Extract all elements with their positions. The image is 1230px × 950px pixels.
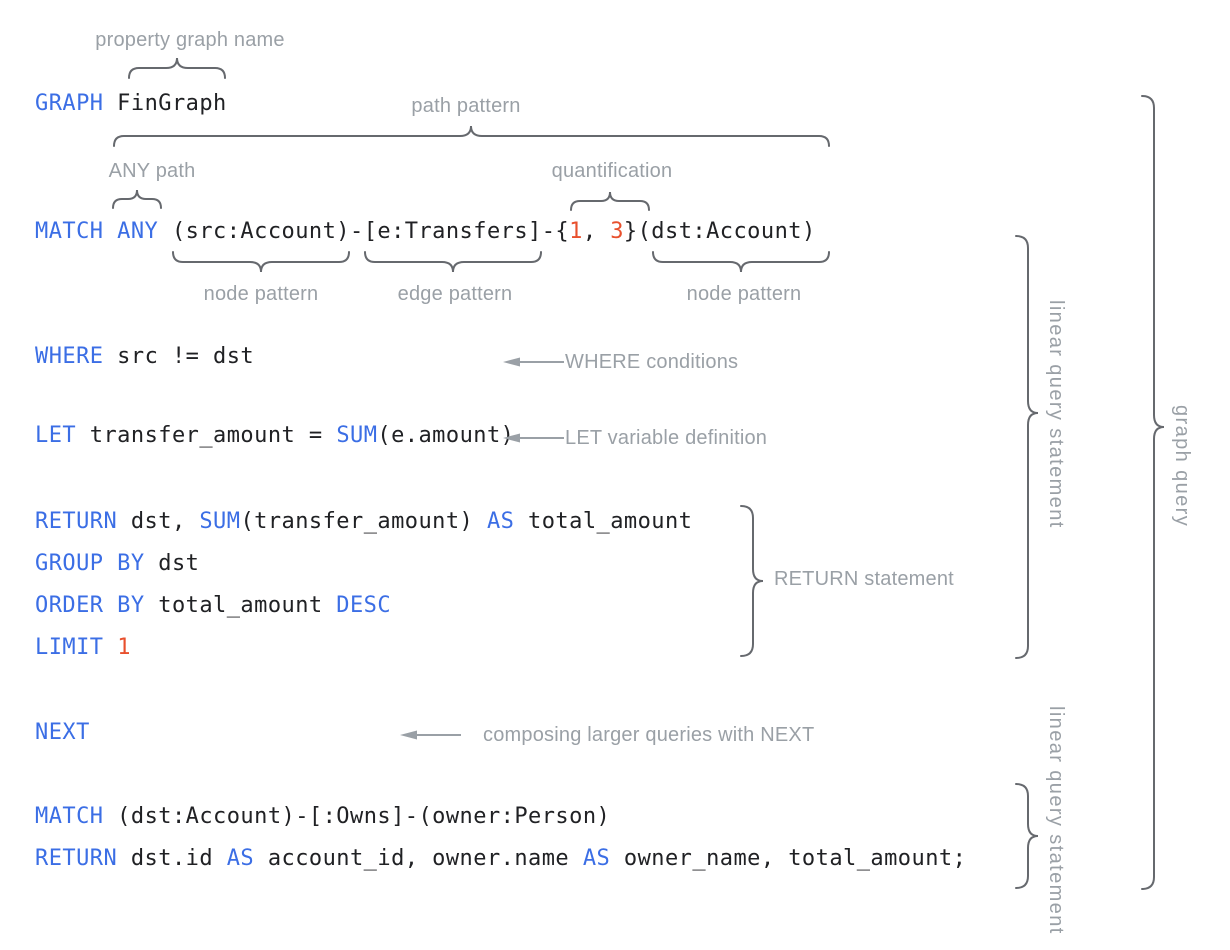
label-edge-pattern: edge pattern — [397, 283, 513, 305]
label-linear-query-statement-top: linear query statement — [1045, 300, 1067, 529]
path-pattern-overbrace — [113, 125, 830, 147]
quantification-overbrace — [570, 191, 650, 211]
code-line-let: LET transfer_amount = SUM(e.amount) — [35, 423, 514, 449]
let-pointer-arrow-icon — [503, 433, 564, 443]
code-token: total_amount — [144, 593, 337, 618]
code-line-return: RETURN dst, SUM(transfer_amount) AS tota… — [35, 509, 692, 535]
code-line-return-final: RETURN dst.id AS account_id, owner.name … — [35, 846, 966, 872]
code-line-where: WHERE src != dst — [35, 344, 254, 370]
code-token: ORDER BY — [35, 593, 145, 618]
code-token: NEXT — [35, 720, 90, 745]
code-token: RETURN — [35, 509, 118, 534]
edge-pattern-underbrace — [364, 251, 542, 273]
code-token: dst — [144, 551, 200, 576]
code-token: AS — [486, 509, 515, 534]
code-token: account_id, owner.name — [254, 846, 583, 871]
code-token: owner_name, total_amount; — [610, 846, 967, 871]
code-token: AS — [582, 846, 611, 871]
node-pattern-left-underbrace — [172, 251, 350, 273]
code-token: RETURN — [35, 846, 118, 871]
code-token: GROUP BY — [35, 551, 145, 576]
next-pointer-arrow-icon — [400, 730, 461, 740]
where-pointer-arrow-icon — [503, 357, 564, 367]
label-node-pattern-left: node pattern — [203, 283, 319, 305]
code-token: LET — [35, 423, 77, 448]
code-token: 1 — [117, 635, 131, 660]
any-path-overbrace — [112, 189, 162, 209]
code-token: MATCH ANY — [35, 219, 159, 244]
linear-query-statement-brace-top — [1015, 235, 1039, 659]
code-token: (dst:Account)-[:Owns]-(owner:Person) — [103, 804, 611, 829]
code-token: WHERE — [35, 344, 104, 369]
label-next-composition: composing larger queries with NEXT — [483, 724, 815, 746]
code-token: GRAPH — [35, 91, 104, 116]
label-where-conditions: WHERE conditions — [565, 351, 739, 373]
code-token: 3 — [610, 219, 624, 244]
code-line-group-by: GROUP BY dst — [35, 551, 199, 577]
code-line-graph: GRAPH FinGraph — [35, 91, 227, 117]
code-token: src != dst — [103, 344, 255, 369]
code-token: }(dst:Account) — [623, 219, 816, 244]
label-let-definition: LET variable definition — [565, 427, 768, 449]
code-token: DESC — [336, 593, 392, 618]
code-token — [103, 635, 117, 660]
code-token: AS — [226, 846, 255, 871]
code-token: 1 — [569, 219, 583, 244]
label-node-pattern-right: node pattern — [686, 283, 802, 305]
code-line-next: NEXT — [35, 720, 90, 746]
code-token: SUM — [336, 423, 378, 448]
node-pattern-right-underbrace — [652, 251, 830, 273]
code-token: dst, — [117, 509, 200, 534]
code-line-match-owns: MATCH (dst:Account)-[:Owns]-(owner:Perso… — [35, 804, 610, 830]
code-token: FinGraph — [103, 91, 227, 116]
label-property-graph-name: property graph name — [95, 29, 285, 51]
code-token: (transfer_amount) — [240, 509, 487, 534]
code-token: SUM — [199, 509, 241, 534]
graph-query-brace — [1141, 95, 1165, 890]
code-token: total_amount — [514, 509, 693, 534]
code-token: LIMIT — [35, 635, 104, 660]
code-token: dst.id — [117, 846, 227, 871]
label-linear-query-statement-bottom: linear query statement — [1045, 706, 1067, 935]
label-quantification: quantification — [551, 160, 673, 182]
code-line-limit: LIMIT 1 — [35, 635, 131, 661]
linear-query-statement-brace-bottom — [1015, 783, 1039, 889]
property-graph-name-overbrace — [128, 57, 226, 79]
label-any-path: ANY path — [108, 160, 196, 182]
code-token: , — [582, 219, 611, 244]
code-token: (e.amount) — [377, 423, 515, 448]
code-token: (src:Account)-[e:Transfers]-{ — [158, 219, 570, 244]
return-statement-brace — [740, 505, 764, 657]
code-token: MATCH — [35, 804, 104, 829]
code-token: transfer_amount = — [76, 423, 337, 448]
code-line-match-path: MATCH ANY (src:Account)-[e:Transfers]-{1… — [35, 219, 816, 245]
label-return-statement: RETURN statement — [774, 568, 954, 590]
label-graph-query: graph query — [1171, 405, 1193, 528]
label-path-pattern: path pattern — [411, 95, 521, 117]
code-line-order-by: ORDER BY total_amount DESC — [35, 593, 391, 619]
